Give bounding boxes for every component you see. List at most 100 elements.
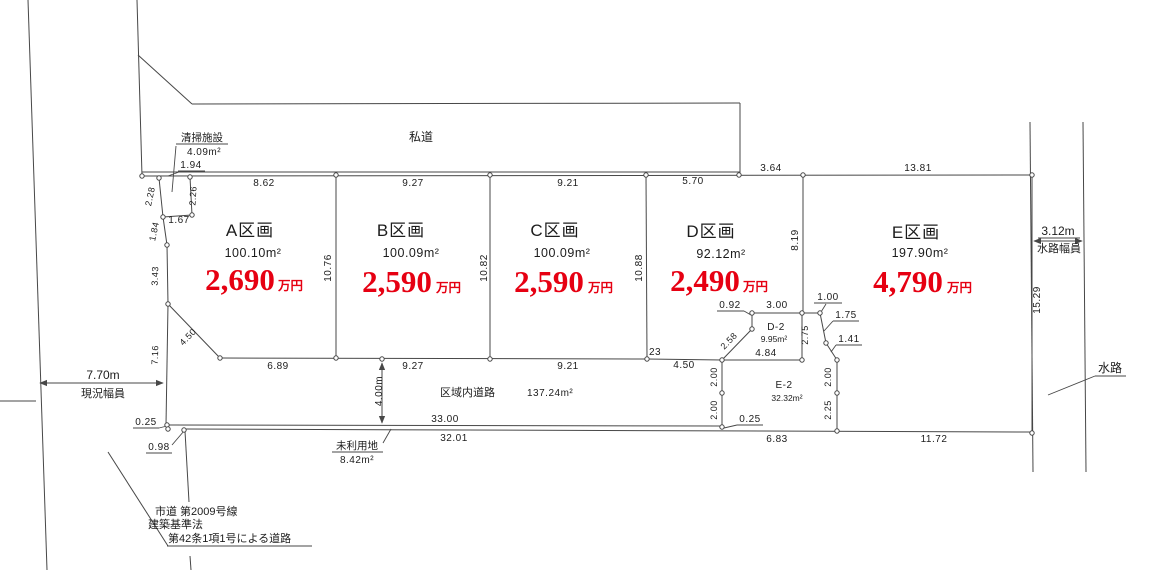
plots-bottom-d bbox=[646, 358, 723, 361]
city-road-west-edge bbox=[27, 0, 48, 570]
road-south-lower bbox=[183, 428, 1034, 433]
private-road-label: 私道 bbox=[409, 130, 433, 144]
dim-d2-right: 2.75 bbox=[800, 325, 810, 345]
dim-e2-right1: 2.00 bbox=[823, 367, 833, 387]
dim-e2-left2: 2.00 bbox=[709, 400, 719, 420]
dim-b-top: 9.27 bbox=[402, 178, 423, 189]
city-road-leader-upper bbox=[184, 430, 190, 503]
west-seg-716 bbox=[165, 303, 169, 426]
waterway-west-line bbox=[1029, 121, 1034, 473]
facility-left bbox=[158, 177, 164, 218]
unused-land-area: 8.42m² bbox=[340, 455, 374, 466]
plot-c-area: 100.09m² bbox=[534, 246, 591, 260]
facility-leader bbox=[171, 145, 177, 193]
dim-e2-corner: 0.25 bbox=[739, 414, 760, 425]
waterway-label: 水路 bbox=[1098, 360, 1122, 375]
cleaning-facility-area: 4.09m² bbox=[187, 147, 221, 158]
internal-road-area: 137.24m² bbox=[527, 388, 573, 399]
dim-west-3: 7.16 bbox=[150, 345, 161, 365]
frontage-width-value: 7.70m bbox=[86, 368, 119, 382]
dim-e-jog2: 1.75 bbox=[835, 310, 856, 321]
divider-c-d bbox=[645, 174, 648, 360]
dim-west-diag: 4.50 bbox=[177, 326, 198, 347]
plots-bottom-abc bbox=[219, 357, 648, 360]
dim-e2-right2: 2.25 bbox=[823, 400, 833, 420]
road-south-upper bbox=[167, 424, 723, 427]
dim-d2-left: 0.92 bbox=[719, 300, 740, 311]
plot-e-price: 4,790 bbox=[873, 264, 943, 299]
dim141-leader bbox=[830, 344, 837, 353]
d2-diagonal bbox=[721, 328, 753, 361]
plot-e-area: 197.90m² bbox=[892, 246, 949, 260]
dim-e-bottom: 11.72 bbox=[921, 434, 948, 445]
dim-d-right: 8.19 bbox=[790, 229, 801, 250]
plot-a-price-unit: 万円 bbox=[277, 279, 303, 293]
e-jog-2 bbox=[819, 312, 827, 344]
dim-facility-top: 1.94 bbox=[180, 160, 201, 171]
dim-d2-diag: 2.58 bbox=[718, 330, 739, 351]
dim-e-right: 15.29 bbox=[1032, 286, 1043, 314]
cleaning-facility-label: 清掃施設 bbox=[181, 131, 223, 144]
plot-e-price-unit: 万円 bbox=[946, 281, 972, 295]
dim-c-step: 23 bbox=[649, 347, 661, 358]
waterway-east-line bbox=[1082, 121, 1087, 473]
dim194-leader bbox=[167, 171, 180, 177]
dim-facility-bottom: 1.67 bbox=[168, 215, 189, 226]
measure-arrows bbox=[39, 237, 1083, 424]
plot-d-area: 92.12m² bbox=[696, 247, 745, 261]
dim-a-top: 8.62 bbox=[253, 178, 274, 189]
dim-road-bottom: 32.01 bbox=[440, 433, 468, 444]
dim-b-bottom: 9.27 bbox=[402, 361, 423, 372]
waterway-width-label: 水路幅員 bbox=[1037, 242, 1081, 255]
plot-c-price: 2,590 bbox=[514, 264, 584, 299]
subplot-d2-name: D-2 bbox=[767, 322, 785, 333]
dim098-leader bbox=[171, 430, 185, 446]
dim-d-top2: 3.64 bbox=[760, 163, 781, 174]
plot-e-name: E区画 bbox=[892, 223, 940, 242]
dim-road-width: 4.00m bbox=[374, 376, 385, 406]
dim-road-top: 33.00 bbox=[431, 414, 459, 425]
dim-a-bottom: 6.89 bbox=[267, 361, 288, 372]
facility-right bbox=[189, 176, 193, 216]
dim-west-1: 1.84 bbox=[147, 221, 161, 242]
dim175-leader bbox=[823, 320, 834, 332]
dim-e2-left1: 2.00 bbox=[709, 367, 719, 387]
dim-c-top: 9.21 bbox=[557, 178, 578, 189]
city-road-line2: 建築基準法 bbox=[148, 517, 203, 531]
city-road-diagonal-leader bbox=[107, 451, 169, 547]
plot-c-name: C区画 bbox=[530, 221, 579, 240]
west-seg-343 bbox=[166, 244, 169, 305]
dim-e-top: 13.81 bbox=[904, 163, 932, 174]
plot-a-name: A区画 bbox=[226, 221, 274, 240]
dim-d-top: 5.70 bbox=[682, 176, 703, 187]
dim-d-bottom: 4.50 bbox=[673, 360, 694, 371]
city-road-line1: 市道 第2009号線 bbox=[155, 504, 238, 518]
plot-b-price-unit: 万円 bbox=[435, 281, 461, 295]
dim-b-right: 10.82 bbox=[479, 254, 490, 282]
subplot-e2-area: 32.32m² bbox=[771, 393, 802, 403]
plot-a-price: 2,690 bbox=[205, 262, 275, 297]
unused-land-label: 未利用地 bbox=[336, 439, 378, 452]
plot-b-name: B区画 bbox=[377, 221, 425, 240]
waterway-leader bbox=[1047, 375, 1096, 396]
leader-lines bbox=[133, 143, 1126, 547]
dim-west-2: 3.43 bbox=[150, 266, 161, 286]
plot-b-area: 100.09m² bbox=[383, 246, 440, 260]
private-road-top bbox=[191, 102, 741, 105]
waterway-width-value: 3.12m bbox=[1041, 224, 1074, 238]
west-seg-184 bbox=[162, 216, 168, 246]
dim-e-jog1: 1.00 bbox=[817, 292, 838, 303]
dim-d2-bottom: 4.84 bbox=[755, 348, 776, 359]
plot-d-price-unit: 万円 bbox=[742, 280, 768, 294]
dim-c-bottom: 9.21 bbox=[557, 361, 578, 372]
dim-west-offset2: 0.98 bbox=[148, 442, 169, 453]
dim-west-offset1: 0.25 bbox=[135, 417, 156, 428]
internal-road-label: 区域内道路 bbox=[440, 385, 495, 399]
dim-e-jog3: 1.41 bbox=[838, 334, 859, 345]
dim-facility-left: 2.28 bbox=[143, 186, 157, 207]
plot-a-area: 100.10m² bbox=[225, 246, 282, 260]
city-road-leader-lower bbox=[189, 555, 192, 570]
dim-c-right: 10.88 bbox=[634, 254, 645, 282]
